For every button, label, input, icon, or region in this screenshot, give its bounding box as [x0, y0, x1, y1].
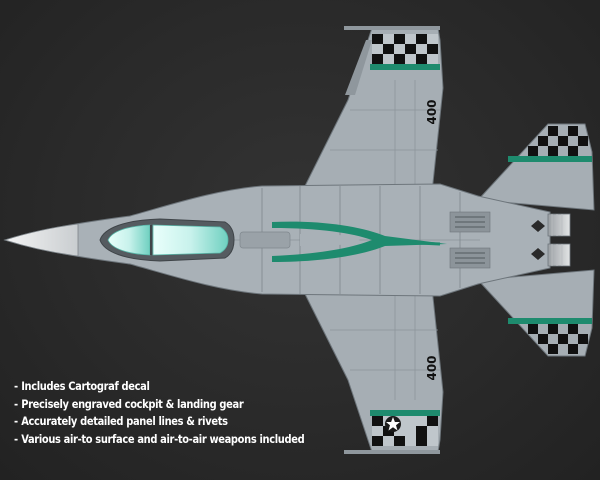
lower-wing — [301, 287, 444, 454]
feature-list: -Includes Cartograf decal -Precisely eng… — [14, 378, 352, 448]
canopy — [99, 218, 235, 262]
modex-number-lower: 400 — [425, 355, 439, 380]
fuselage — [3, 183, 551, 297]
lower-wing-stripe — [370, 410, 440, 416]
fuselage-stripe — [272, 221, 447, 262]
feature-item: -Includes Cartograf decal — [14, 379, 150, 393]
engine-nozzles — [547, 213, 571, 267]
feature-item: -Various air-to surface and air-to-air w… — [14, 431, 305, 446]
feature-item: -Accurately detailed panel lines & rivet… — [14, 414, 228, 428]
lower-wing-checks — [372, 416, 438, 446]
upper-wing — [301, 26, 444, 193]
star-insignia-icon — [385, 416, 401, 432]
feature-item: -Precisely engraved cockpit & landing ge… — [14, 396, 244, 411]
upper-wing-checks — [372, 34, 438, 64]
upper-stabilizer — [476, 123, 595, 211]
radome — [3, 223, 79, 257]
upper-wing-stripe — [370, 64, 440, 70]
modex-number-upper: 400 — [425, 99, 439, 124]
lower-stabilizer — [476, 269, 595, 357]
